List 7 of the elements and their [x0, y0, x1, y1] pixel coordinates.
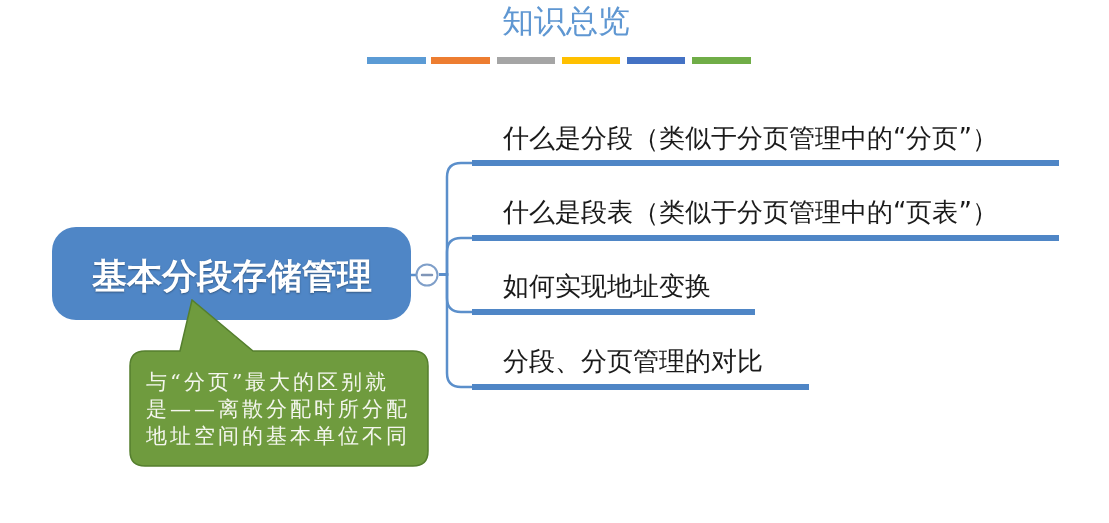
callout-text: 与“分页”最大的区别就是——离散分配时所分配地址空间的基本单位不同 — [146, 369, 411, 450]
underlined-topic: 什么是段表（类似于分页管理中的“页表”） — [472, 192, 1059, 241]
underlined-topic: 如何实现地址变换 — [472, 265, 755, 315]
topic-box: 基本分段存储管理 — [52, 227, 411, 320]
title: 知识总览 — [502, 2, 630, 40]
underlined-topic: 分段、分页管理的对比 — [472, 340, 809, 390]
underlined-topic: 什么是分段（类似于分页管理中的“分页”） — [472, 118, 1059, 166]
